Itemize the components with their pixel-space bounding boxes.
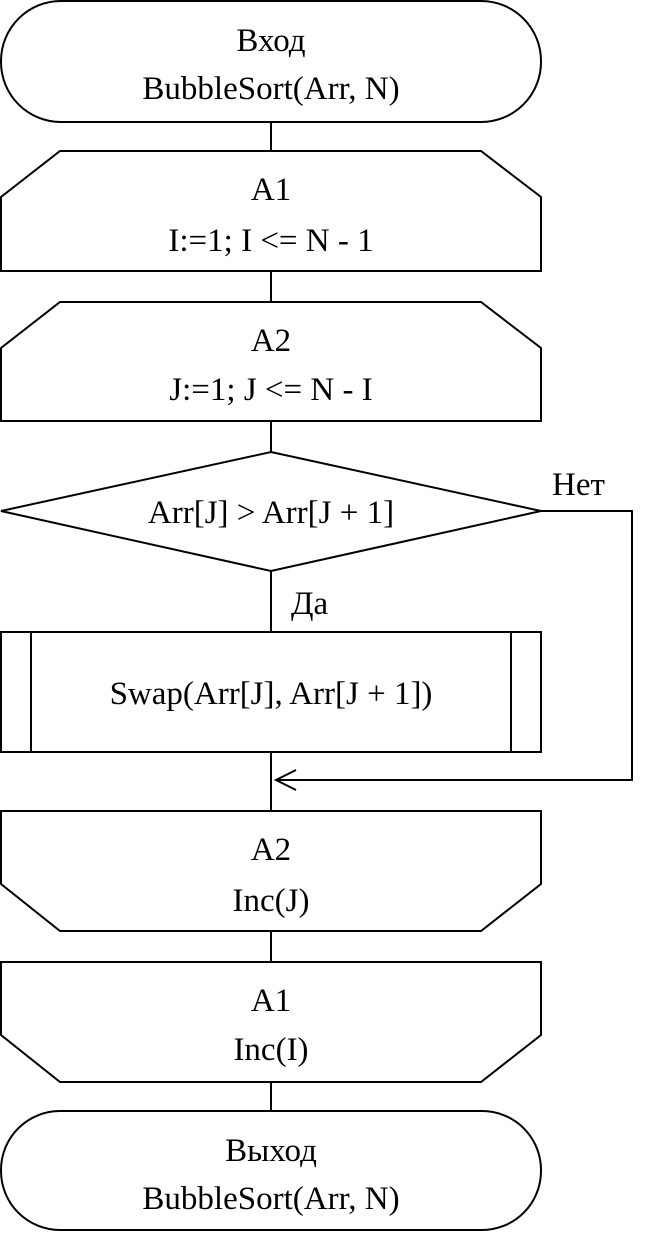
- start-terminal-shape: [0, 0, 542, 123]
- connector-decision-no: [276, 510, 633, 781]
- loop1-end-action: Inc(I): [233, 1032, 308, 1068]
- loop2-start-name: A2: [251, 323, 291, 359]
- loop2-start-block: A2 J:=1; J <= N - I: [0, 301, 542, 422]
- swap-subprocess: Swap(Arr[J], Arr[J + 1]): [0, 631, 542, 753]
- decision-block: Arr[J] > Arr[J + 1] Нет Да: [0, 450, 605, 622]
- swap-call: Swap(Arr[J], Arr[J + 1]): [110, 676, 433, 712]
- loop1-end-block: A1 Inc(I): [0, 961, 542, 1083]
- loop1-start-block: A1 I:=1; I <= N - 1: [0, 150, 542, 272]
- decision-yes-label: Да: [291, 586, 329, 622]
- loop1-start-shape: [0, 150, 542, 272]
- loop2-end-shape: [0, 810, 542, 932]
- end-terminal-shape: [0, 1110, 542, 1231]
- loop2-end-action: Inc(J): [233, 883, 310, 919]
- loop2-end-block: A2 Inc(J): [0, 810, 542, 932]
- loop1-end-name: A1: [251, 983, 291, 1019]
- end-terminal: Выход BubbleSort(Arr, N): [0, 1110, 542, 1231]
- end-function-label: BubbleSort(Arr, N): [142, 1181, 399, 1217]
- start-terminal: Вход BubbleSort(Arr, N): [0, 0, 542, 123]
- swap-subprocess-shape: [0, 631, 542, 753]
- loop2-start-condition: J:=1; J <= N - I: [169, 372, 372, 408]
- connectors: [270, 122, 633, 1111]
- start-label: Вход: [236, 23, 305, 59]
- loop1-start-condition: I:=1; I <= N - 1: [168, 223, 373, 259]
- merge-arrowhead: [273, 769, 297, 791]
- loop1-start-name: A1: [251, 172, 291, 208]
- decision-condition: Arr[J] > Arr[J + 1]: [148, 495, 394, 531]
- loop2-start-shape: [0, 301, 542, 422]
- decision-no-label: Нет: [552, 467, 605, 503]
- start-function-label: BubbleSort(Arr, N): [142, 71, 399, 107]
- loop2-end-name: A2: [251, 832, 291, 868]
- loop1-end-shape: [0, 961, 542, 1083]
- end-label: Выход: [225, 1133, 317, 1169]
- decision-shape: [0, 450, 542, 573]
